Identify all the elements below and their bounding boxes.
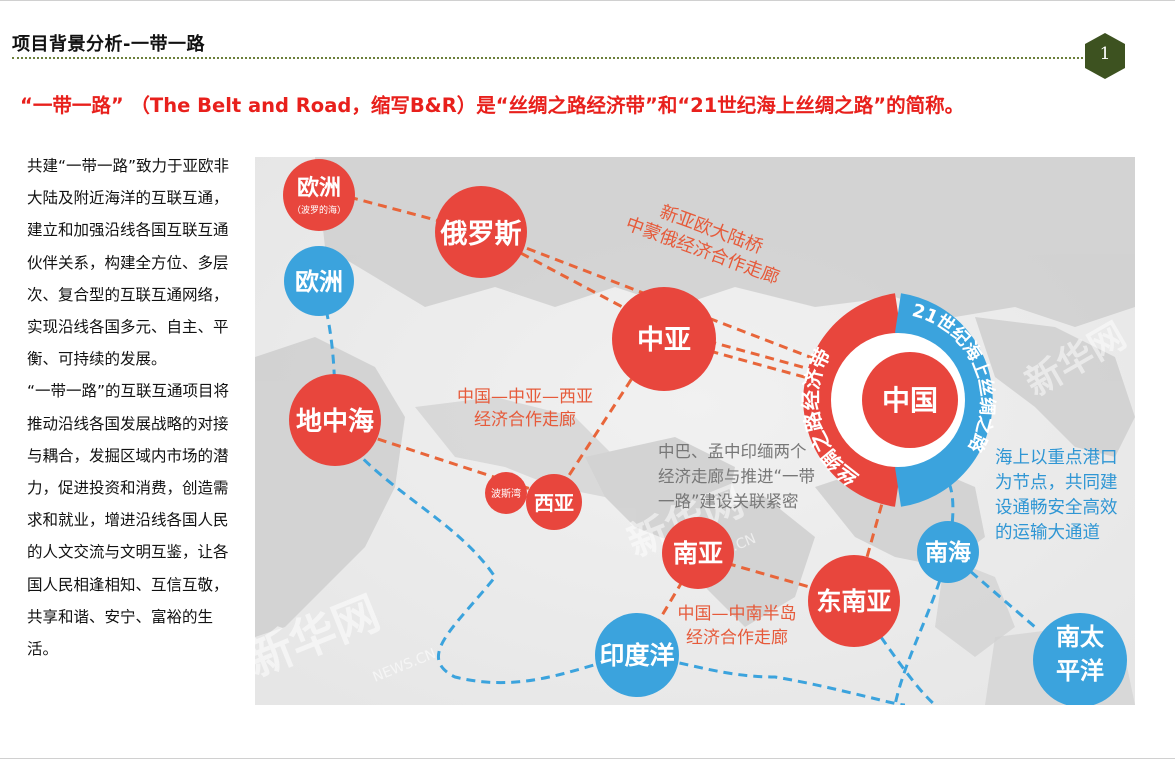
belt-road-map-svg: 新华网 NEWS.CN 新华网 NEWS.CN 新华网 中国 丝绸之路经济带	[239, 157, 1135, 707]
body-paragraph-1: 共建“一带一路”致力于亚欧非大陆及附近海洋的互联互通，建立和加强沿线各国互联互通…	[27, 157, 230, 369]
svg-text:地中海: 地中海	[296, 407, 374, 437]
annotation-china-central-west: 中国—中亚—西亚 经济合作走廊	[457, 387, 593, 430]
svg-text:经济走廊与推进“一带: 经济走廊与推进“一带	[658, 467, 815, 486]
china-ring: 中国 丝绸之路经济带 21世纪海上丝绸之路	[799, 293, 998, 507]
node-southeast-asia: 东南亚	[808, 555, 900, 647]
node-west-asia: 西亚	[526, 474, 582, 530]
node-south-asia: 南亚	[662, 517, 734, 589]
page-number-badge	[1085, 33, 1125, 79]
svg-text:经济合作走廊: 经济合作走廊	[474, 410, 576, 430]
svg-text:一路”建设关联紧密: 一路”建设关联紧密	[658, 492, 799, 511]
svg-text:（波罗的海）: （波罗的海）	[292, 204, 346, 216]
svg-text:欧洲: 欧洲	[295, 268, 343, 296]
node-south-pacific: 南太 平洋	[1033, 613, 1127, 707]
annotation-maritime: 海上以重点港口 为节点，共同建 设通畅安全高效 的运输大通道	[995, 448, 1118, 543]
svg-text:经济合作走廊: 经济合作走廊	[686, 628, 788, 648]
svg-text:中国—中亚—西亚: 中国—中亚—西亚	[457, 387, 593, 407]
node-europe-sea: 欧洲	[284, 246, 354, 316]
title-divider	[12, 57, 1087, 59]
svg-text:波斯湾: 波斯湾	[491, 487, 521, 500]
node-europe-land: 欧洲 （波罗的海）	[283, 159, 355, 231]
svg-text:南亚: 南亚	[673, 539, 723, 568]
body-paragraph-2: “一带一路”的互联互通项目将推动沿线各国发展战略的对接与耦合，发掘区域内市场的潜…	[27, 382, 230, 659]
annotation-cpec: 中巴、孟中印缅两个 经济走廊与推进“一带 一路”建设关联紧密	[658, 442, 815, 511]
body-text: 共建“一带一路”致力于亚欧非大陆及附近海洋的互联互通，建立和加强沿线各国互联互通…	[27, 150, 239, 665]
svg-text:中亚: 中亚	[637, 325, 691, 356]
belt-road-map: 新华网 NEWS.CN 新华网 NEWS.CN 新华网 中国 丝绸之路经济带	[239, 157, 1135, 707]
svg-text:海上以重点港口: 海上以重点港口	[995, 448, 1118, 468]
svg-text:中国—中南半岛: 中国—中南半岛	[678, 604, 797, 624]
annotation-indochina: 中国—中南半岛 经济合作走廊	[678, 604, 797, 648]
ring-land-arc	[803, 293, 902, 507]
page-title: 项目背景分析-一带一路	[12, 34, 205, 55]
svg-text:的运输大通道: 的运输大通道	[995, 523, 1100, 543]
svg-text:西亚: 西亚	[534, 491, 574, 515]
node-indian-ocean: 印度洋	[595, 613, 679, 697]
svg-text:俄罗斯: 俄罗斯	[440, 219, 522, 250]
node-china-label: 中国	[882, 384, 938, 417]
svg-text:东南亚: 东南亚	[816, 587, 891, 616]
svg-text:南海: 南海	[925, 539, 971, 566]
svg-text:设通畅安全高效: 设通畅安全高效	[995, 498, 1118, 518]
subtitle: “一带一路” （The Belt and Road，缩写B&R）是“丝绸之路经济…	[20, 94, 965, 117]
svg-text:欧洲: 欧洲	[297, 175, 341, 201]
svg-text:为节点，共同建: 为节点，共同建	[995, 473, 1118, 493]
node-persian-gulf: 波斯湾	[485, 472, 527, 514]
node-south-pacific-label-2: 平洋	[1056, 657, 1104, 685]
node-south-pacific-label: 南太	[1056, 623, 1105, 651]
node-china	[862, 352, 958, 448]
node-south-china-sea: 南海	[917, 521, 979, 583]
svg-text:中巴、孟中印缅两个: 中巴、孟中印缅两个	[658, 442, 807, 461]
node-russia: 俄罗斯	[435, 186, 527, 278]
node-central-asia: 中亚	[612, 287, 716, 391]
page-number: 1	[1099, 44, 1111, 64]
svg-text:印度洋: 印度洋	[599, 641, 674, 670]
ring-sea-arc	[894, 293, 993, 507]
node-mediterranean: 地中海	[289, 374, 381, 466]
